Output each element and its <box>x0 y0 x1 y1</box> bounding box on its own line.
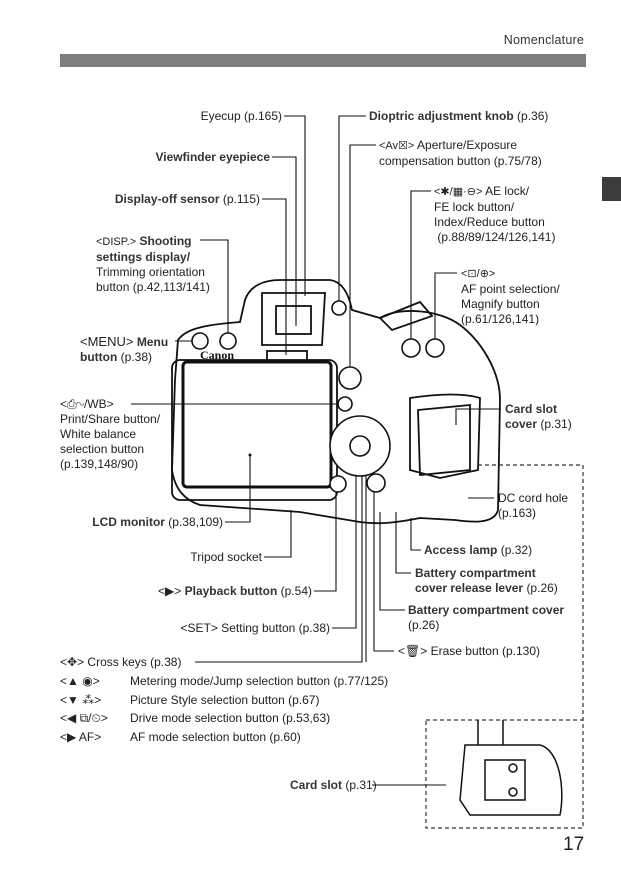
av-button-drawing <box>338 366 362 390</box>
playback-button-drawing <box>329 475 347 493</box>
cross-key-desc: AF mode selection button (p.60) <box>130 730 301 744</box>
label-disp-button: <DISP.> Shooting settings display/ Trimm… <box>96 234 210 294</box>
set-button-drawing <box>349 435 371 457</box>
label-access-lamp: Access lamp (p.32) <box>424 543 533 557</box>
camera-brand: Canon <box>200 348 234 362</box>
cross-key-item: <◀ ⧉/⏲> <box>60 711 108 725</box>
header-bar <box>60 54 586 67</box>
label-av-button: <Av☒> Aperture/Exposure compensation but… <box>379 138 542 168</box>
label-menu-button: <MENU> Menu button (p.38) <box>80 334 169 364</box>
erase-button-drawing <box>366 473 386 493</box>
card-slot-detail <box>459 720 563 816</box>
label-print-wb-button: <⎙∿/WB> Print/Share button/ White balanc… <box>60 397 161 471</box>
cross-key-item: <▲ ◉> <box>60 674 100 688</box>
label-af-point-button: <⊡/⊕> AF point selection/ Magnify button… <box>461 268 560 326</box>
label-eyecup: Eyecup (p.165) <box>200 109 282 123</box>
camera-buttons <box>191 300 445 493</box>
leader-lines <box>131 115 501 786</box>
label-dc-cord-hole: DC cord hole (p.163) <box>498 491 569 520</box>
camera-body <box>171 279 501 525</box>
chapter-tab-marker <box>602 177 621 201</box>
menu-button-drawing <box>191 332 209 350</box>
cross-key-item: <▶ AF> <box>60 730 102 744</box>
label-playback-button: <▶> Playback button (p.54) <box>158 584 312 598</box>
label-card-slot-cover: Card slot cover (p.31) <box>505 402 572 431</box>
cross-key-desc: Picture Style selection button (p.67) <box>130 693 320 707</box>
label-tripod-socket: Tripod socket <box>190 550 262 564</box>
disp-button-drawing <box>219 332 237 350</box>
label-dioptric-knob: Dioptric adjustment knob (p.36) <box>369 109 549 123</box>
label-card-slot: Card slot (p.31) <box>290 778 377 792</box>
label-cross-keys: <✥> Cross keys (p.38) <box>60 655 182 669</box>
label-setting-button: <SET> Setting button (p.38) <box>180 621 330 635</box>
cross-key-desc: Metering mode/Jump selection button (p.7… <box>130 674 389 688</box>
label-erase-button: <🗑> Erase button (p.130) <box>398 644 540 658</box>
section-title: Nomenclature <box>503 33 584 47</box>
page-number: 17 <box>563 834 585 855</box>
label-battery-cover: Battery compartment cover (p.26) <box>408 603 565 632</box>
label-display-off-sensor: Display-off sensor (p.115) <box>114 192 260 206</box>
ae-lock-button-drawing <box>401 338 421 358</box>
label-battery-release-lever: Battery compartment cover release lever … <box>415 566 558 595</box>
detail-box <box>425 464 584 829</box>
label-lcd-monitor: LCD monitor (p.38,109) <box>92 515 223 529</box>
dioptric-knob-drawing <box>331 300 347 316</box>
cross-key-desc: Drive mode selection button (p.53,63) <box>130 711 331 725</box>
cross-key-item: <▼ ⁂> <box>60 693 102 707</box>
label-viewfinder-eyepiece: Viewfinder eyepiece <box>155 150 270 164</box>
wb-button-drawing <box>337 396 353 412</box>
label-ae-lock-button: <✱/▦·⊖> AE lock/ FE lock button/ Index/R… <box>434 184 556 244</box>
af-point-button-drawing <box>425 338 445 358</box>
